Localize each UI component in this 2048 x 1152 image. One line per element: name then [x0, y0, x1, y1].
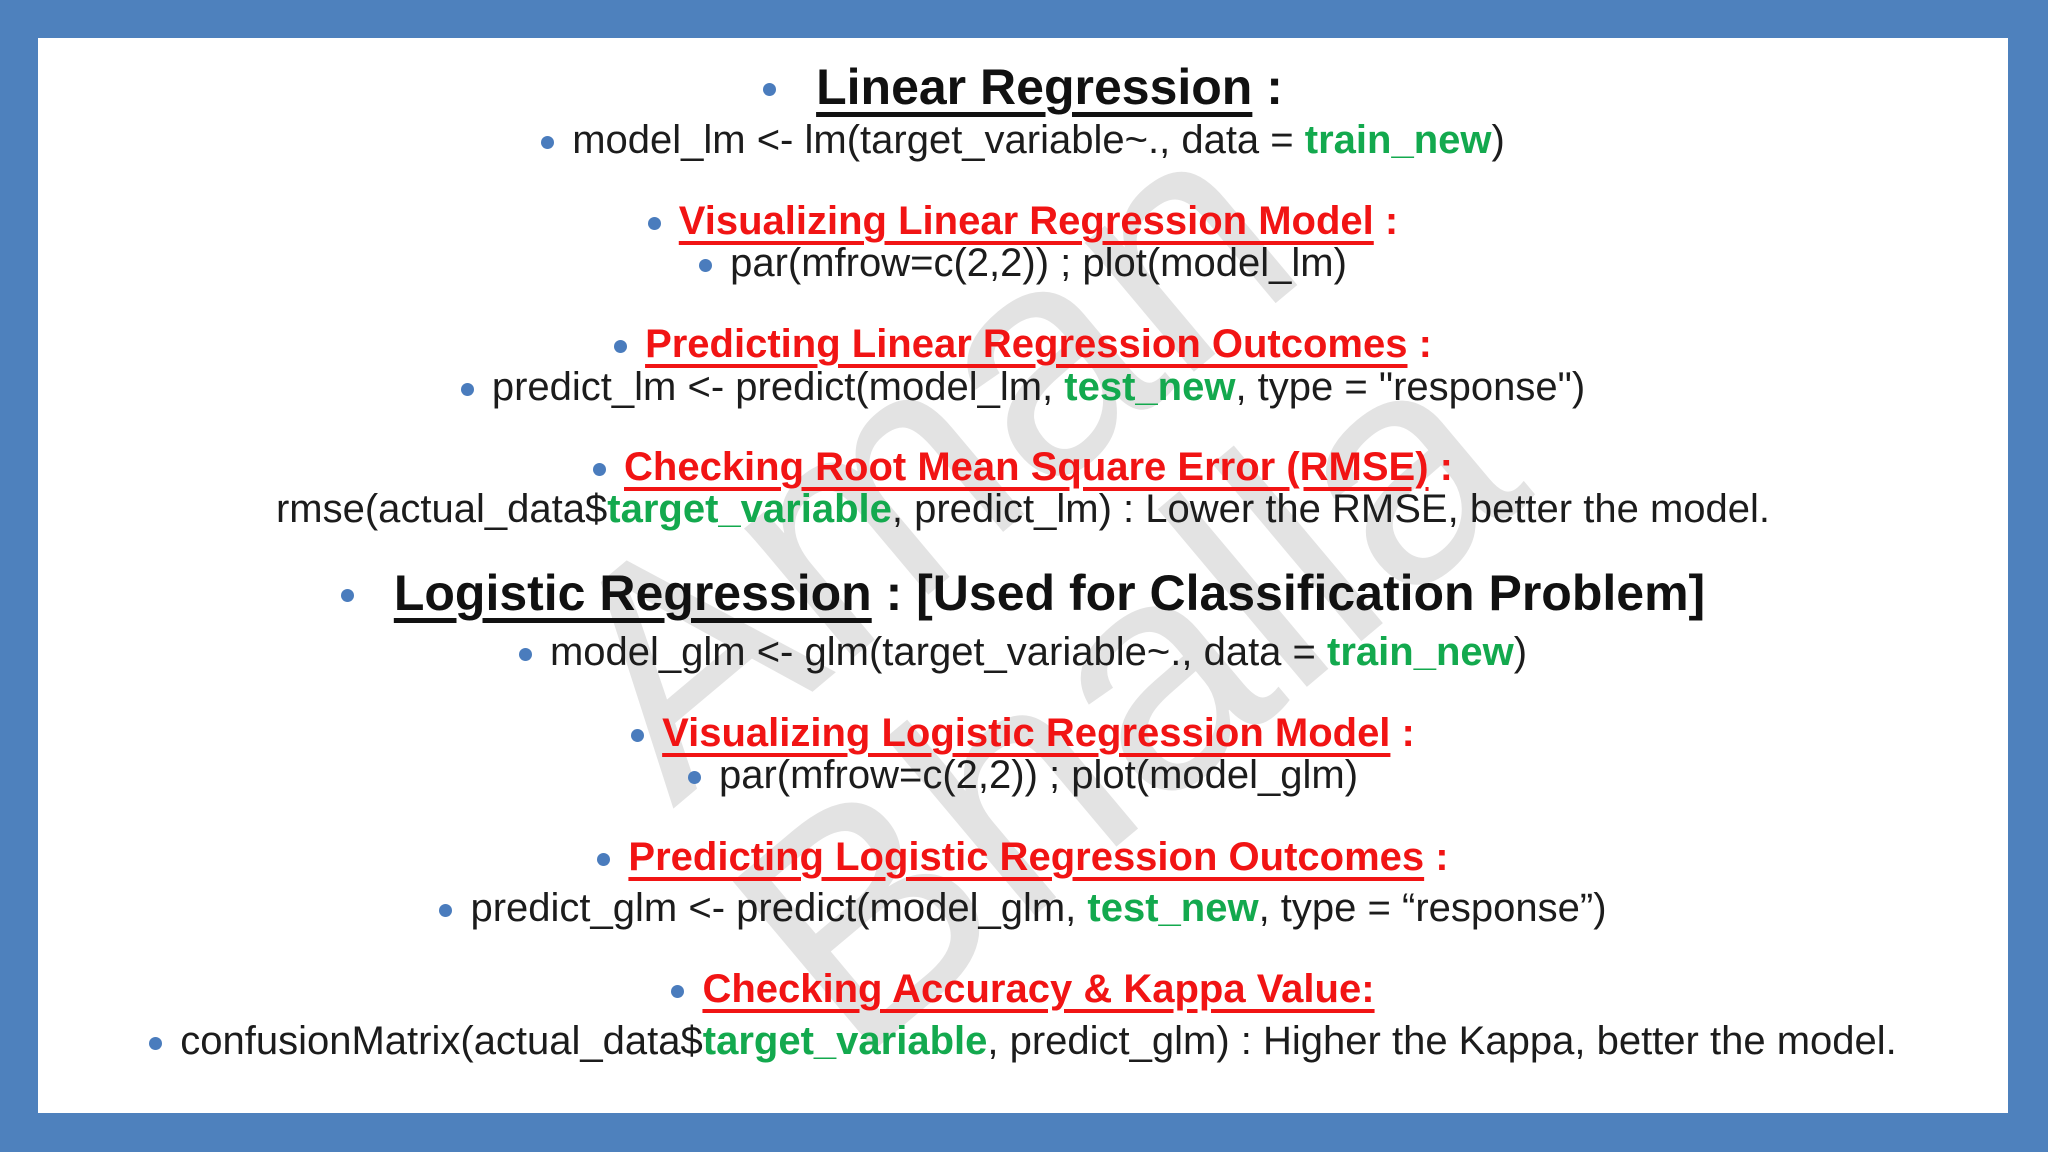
bullet-icon: [340, 588, 354, 602]
code-model-glm: model_glm <- glm(target_variable~., data…: [38, 627, 2008, 677]
heading-predicting-logistic-regression-segment-0: Predicting Logistic Regression Outcomes: [628, 834, 1425, 879]
title-linear-regression-segment-1: :: [1252, 59, 1283, 115]
code-predict-lm: predict_lm <- predict(model_lm, test_new…: [38, 362, 2008, 412]
code-par-plot-model-glm: par(mfrow=c(2,2)) ; plot(model_glm): [38, 750, 2008, 800]
heading-visualizing-linear-regression-segment-0: Visualizing Linear Regression Model: [678, 198, 1374, 243]
code-predict-glm-segment-1: test_new: [1087, 885, 1259, 930]
code-rmse-segment-2: , predict_lm) : Lower the RMSE, better t…: [891, 486, 1771, 531]
heading-predicting-logistic-regression: Predicting Logistic Regression Outcomes …: [38, 832, 2008, 882]
bullet-icon: [671, 984, 685, 998]
heading-visualizing-linear-regression: Visualizing Linear Regression Model :: [38, 196, 2008, 246]
code-rmse-segment-0: rmse(actual_data$: [275, 486, 608, 531]
heading-visualizing-logistic-regression-segment-0: Visualizing Logistic Regression Model: [662, 710, 1391, 755]
code-model-lm-segment-2: ): [1491, 117, 1505, 162]
heading-predicting-linear-regression: Predicting Linear Regression Outcomes :: [38, 319, 2008, 369]
heading-predicting-logistic-regression-segment-1: :: [1424, 834, 1449, 879]
bullet-icon: [541, 135, 555, 149]
heading-checking-accuracy-kappa-segment-0: Checking Accuracy & Kappa Value:: [702, 966, 1375, 1011]
bullet-icon: [647, 216, 661, 230]
heading-predicting-linear-regression-segment-1: :: [1407, 321, 1432, 366]
code-model-lm-segment-1: train_new: [1304, 117, 1492, 162]
code-predict-lm-segment-2: , type = "response"): [1235, 364, 1586, 409]
code-rmse-segment-1: target_variable: [607, 486, 892, 531]
code-confusion-matrix-segment-2: , predict_glm) : Higher the Kappa, bette…: [987, 1018, 1897, 1063]
bullet-icon: [763, 82, 777, 96]
code-model-glm-segment-2: ): [1513, 629, 1528, 674]
code-predict-glm: predict_glm <- predict(model_glm, test_n…: [38, 883, 2008, 933]
code-model-glm-segment-1: train_new: [1327, 629, 1514, 674]
code-par-plot-model-lm-segment-0: par(mfrow=c(2,2)) ; plot(model_lm): [730, 240, 1347, 285]
bullet-icon: [518, 647, 532, 661]
heading-visualizing-linear-regression-segment-1: :: [1373, 198, 1399, 243]
bullet-icon: [597, 852, 611, 866]
code-model-lm-segment-0: model_lm <- lm(target_variable~., data =: [572, 117, 1305, 162]
heading-visualizing-logistic-regression-segment-1: :: [1390, 710, 1415, 755]
code-predict-lm-segment-0: predict_lm <- predict(model_lm,: [491, 364, 1065, 409]
code-confusion-matrix: confusionMatrix(actual_data$target_varia…: [38, 1016, 2008, 1066]
code-confusion-matrix-segment-0: confusionMatrix(actual_data$: [180, 1018, 703, 1063]
heading-checking-accuracy-kappa: Checking Accuracy & Kappa Value:: [38, 964, 2008, 1014]
code-predict-glm-segment-0: predict_glm <- predict(model_glm,: [470, 885, 1088, 930]
code-par-plot-model-glm-segment-0: par(mfrow=c(2,2)) ; plot(model_glm): [718, 752, 1359, 797]
code-model-glm-segment-0: model_glm <- glm(target_variable~., data…: [549, 629, 1328, 674]
bullet-icon: [699, 258, 713, 272]
code-confusion-matrix-segment-1: target_variable: [702, 1018, 988, 1063]
bullet-icon: [439, 903, 453, 917]
code-rmse: rmse(actual_data$target_variable, predic…: [38, 484, 2008, 534]
bullet-icon: [687, 770, 701, 784]
heading-checking-rmse: Checking Root Mean Square Error (RMSE) :: [38, 442, 2008, 492]
title-logistic-regression-segment-0: Logistic Regression: [393, 565, 872, 621]
bullet-icon: [631, 728, 645, 742]
heading-visualizing-logistic-regression: Visualizing Logistic Regression Model :: [38, 708, 2008, 758]
bullet-icon: [149, 1036, 163, 1050]
title-logistic-regression: Logistic Regression : [Used for Classifi…: [38, 562, 2008, 624]
bullet-icon: [614, 339, 628, 353]
title-logistic-regression-segment-1: : [Used for Classification Problem]: [871, 565, 1706, 621]
heading-predicting-linear-regression-segment-0: Predicting Linear Regression Outcomes: [645, 321, 1408, 366]
slide-canvas: Aman Bhalla Linear Regression :model_lm …: [38, 38, 2008, 1113]
title-linear-regression-segment-0: Linear Regression: [816, 59, 1253, 115]
title-linear-regression: Linear Regression :: [38, 56, 2008, 118]
bullet-icon: [460, 382, 474, 396]
code-par-plot-model-lm: par(mfrow=c(2,2)) ; plot(model_lm): [38, 238, 2008, 288]
code-predict-lm-segment-1: test_new: [1064, 364, 1236, 409]
bullet-icon: [593, 462, 606, 476]
heading-checking-rmse-segment-1: :: [1428, 444, 1453, 489]
heading-checking-rmse-segment-0: Checking Root Mean Square Error (RMSE): [624, 444, 1429, 489]
code-model-lm: model_lm <- lm(target_variable~., data =…: [38, 115, 2008, 165]
code-predict-glm-segment-2: , type = “response”): [1258, 885, 1607, 930]
